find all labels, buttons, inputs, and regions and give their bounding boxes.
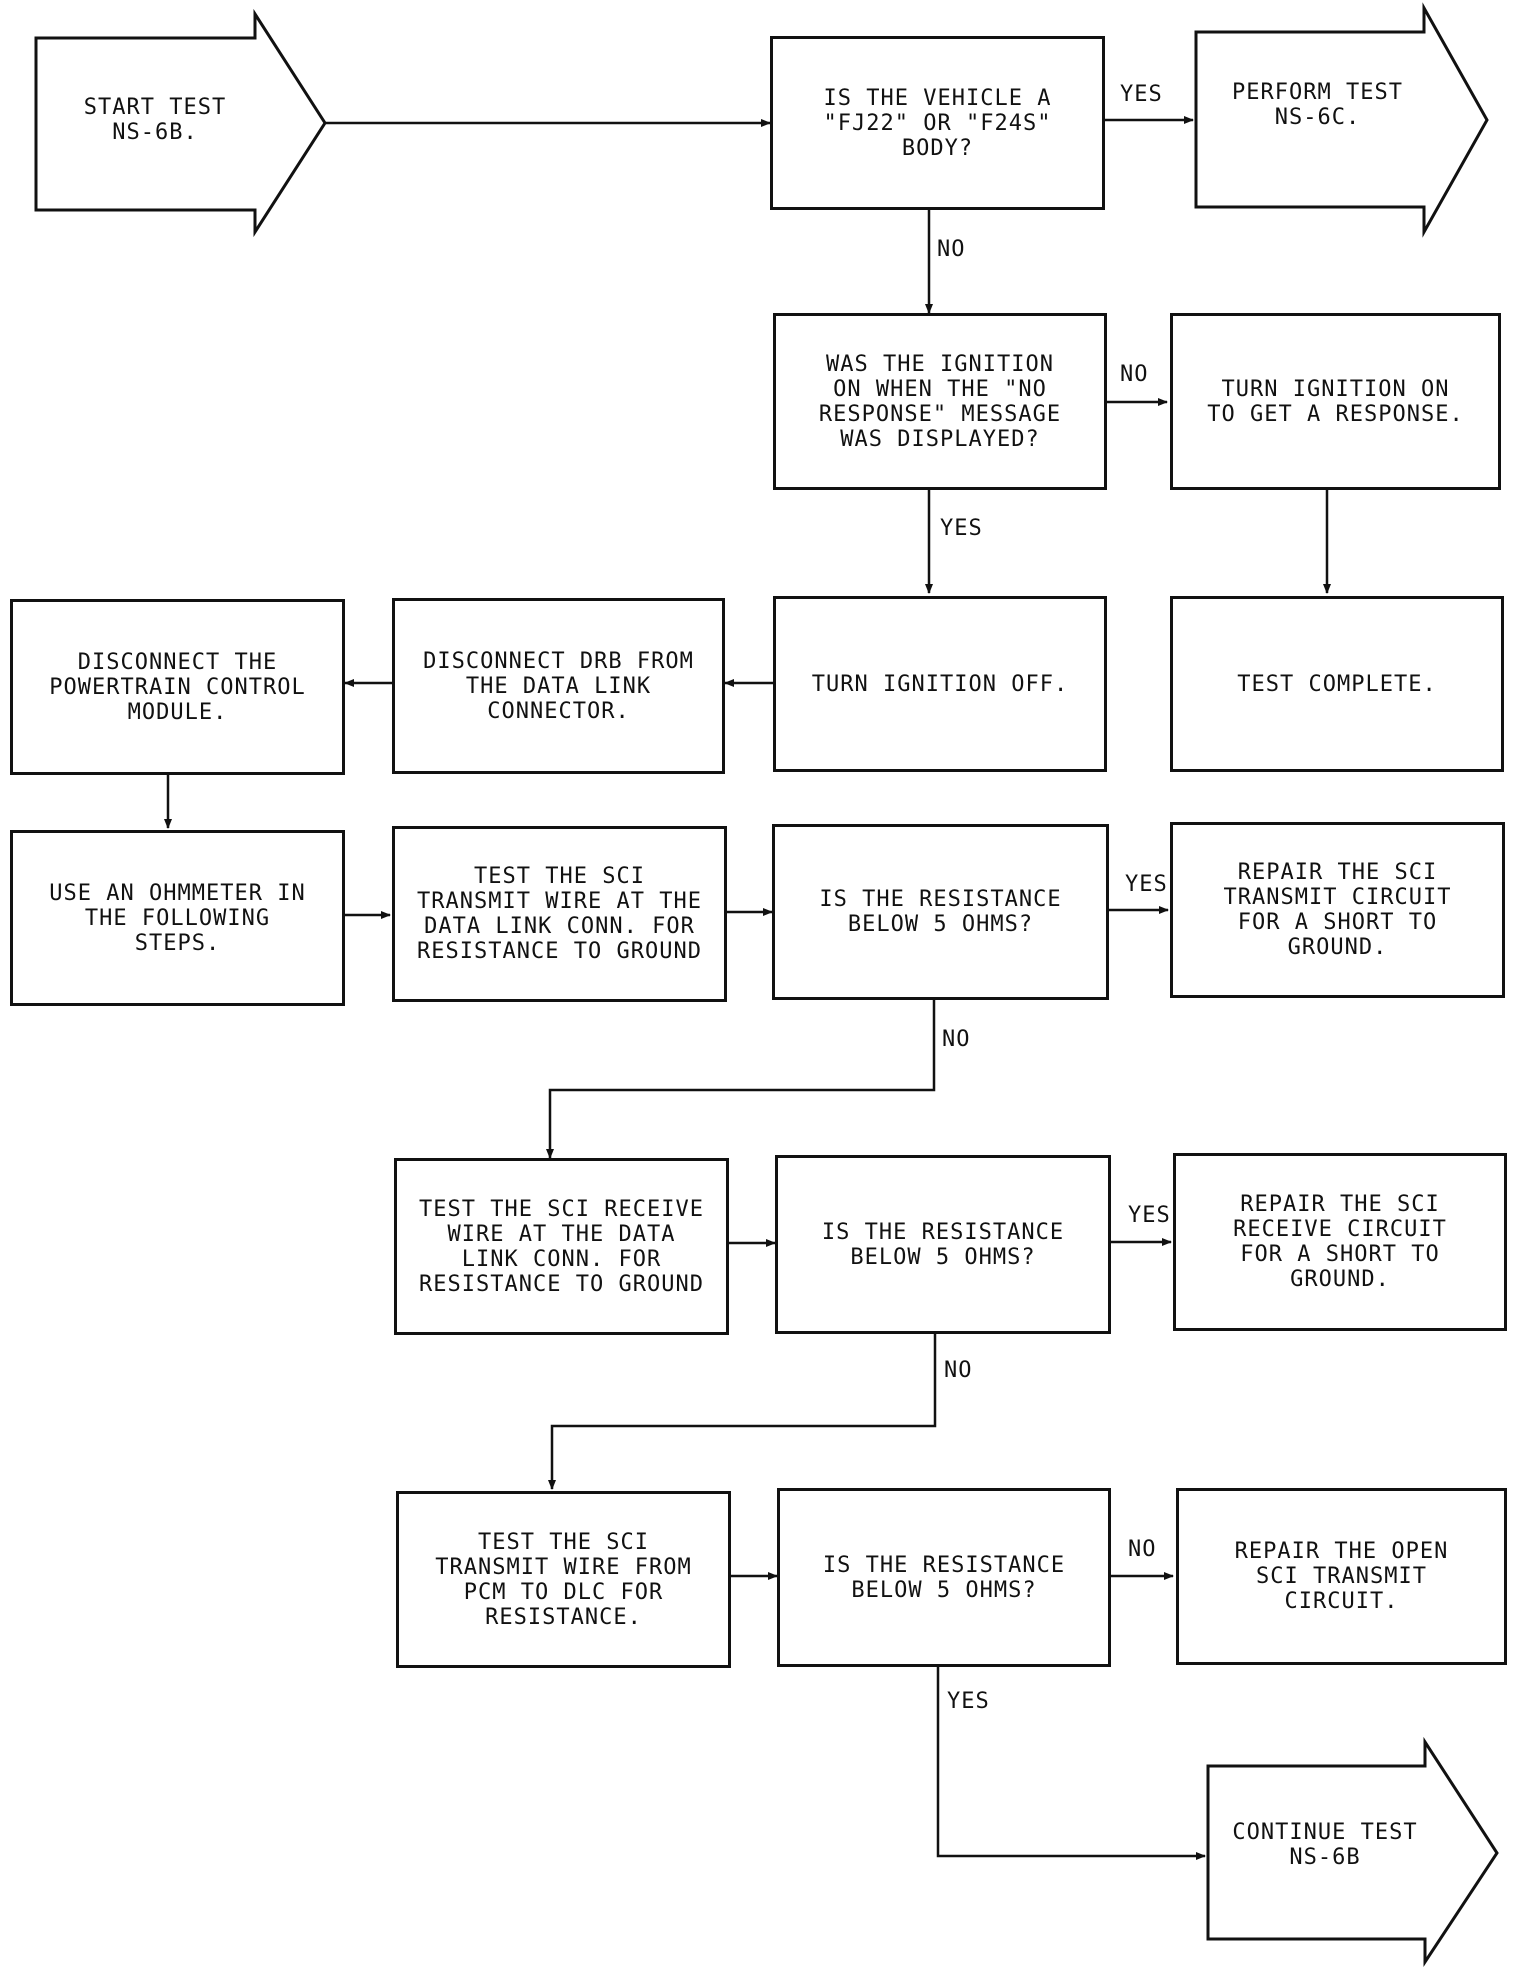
label-res1-yes: YES: [1125, 872, 1168, 897]
start-arrow: START TEST NS-6B.: [83, 95, 227, 145]
turn-ignition-on-box: TURN IGNITION ON TO GET A RESPONSE.: [1170, 313, 1501, 490]
turn-ignition-off-box: TURN IGNITION OFF.: [773, 596, 1107, 772]
perform-test-ns6c-arrow: PERFORM TEST NS-6C.: [1232, 80, 1403, 130]
repair-open-circuit-box: REPAIR THE OPEN SCI TRANSMIT CIRCUIT.: [1176, 1488, 1507, 1665]
test-transmit-wire-box: TEST THE SCI TRANSMIT WIRE AT THE DATA L…: [392, 826, 727, 1002]
label-ignition-yes: YES: [940, 516, 983, 541]
label-vehicle-no: NO: [937, 237, 966, 262]
disconnect-drb-box: DISCONNECT DRB FROM THE DATA LINK CONNEC…: [392, 598, 725, 774]
decision-vehicle-body: IS THE VEHICLE A "FJ22" OR "F24S" BODY?: [770, 36, 1105, 210]
test-complete-box: TEST COMPLETE.: [1170, 596, 1504, 772]
decision-ignition-on: WAS THE IGNITION ON WHEN THE "NO RESPONS…: [773, 313, 1107, 490]
label-res3-yes: YES: [947, 1689, 990, 1714]
label-res2-yes: YES: [1128, 1203, 1171, 1228]
repair-receive-short-box: REPAIR THE SCI RECEIVE CIRCUIT FOR A SHO…: [1173, 1153, 1507, 1331]
perform-arrow-shape: [1194, 2, 1489, 238]
test-pcm-to-dlc-box: TEST THE SCI TRANSMIT WIRE FROM PCM TO D…: [396, 1491, 731, 1668]
label-vehicle-yes: YES: [1120, 82, 1163, 107]
connector-res3-yes: [936, 1667, 1206, 1860]
decision-resistance-1: IS THE RESISTANCE BELOW 5 OHMS?: [772, 824, 1109, 1000]
continue-arrow-shape: [1206, 1736, 1499, 1967]
disconnect-pcm-box: DISCONNECT THE POWERTRAIN CONTROL MODULE…: [10, 599, 345, 775]
start-arrow-shape: [34, 8, 327, 238]
label-res3-no: NO: [1128, 1537, 1157, 1562]
repair-transmit-short-box: REPAIR THE SCI TRANSMIT CIRCUIT FOR A SH…: [1170, 822, 1505, 998]
label-ignition-no: NO: [1120, 362, 1149, 387]
decision-resistance-2: IS THE RESISTANCE BELOW 5 OHMS?: [775, 1155, 1111, 1334]
connector-res2-no: [548, 1334, 937, 1490]
connector-res1-no: [546, 1000, 936, 1159]
decision-resistance-3: IS THE RESISTANCE BELOW 5 OHMS?: [777, 1488, 1111, 1667]
label-res1-no: NO: [942, 1027, 971, 1052]
use-ohmmeter-box: USE AN OHMMETER IN THE FOLLOWING STEPS.: [10, 830, 345, 1006]
continue-test-ns6b-arrow: CONTINUE TEST NS-6B: [1232, 1820, 1418, 1870]
test-receive-wire-box: TEST THE SCI RECEIVE WIRE AT THE DATA LI…: [394, 1158, 729, 1335]
label-res2-no: NO: [944, 1358, 973, 1383]
